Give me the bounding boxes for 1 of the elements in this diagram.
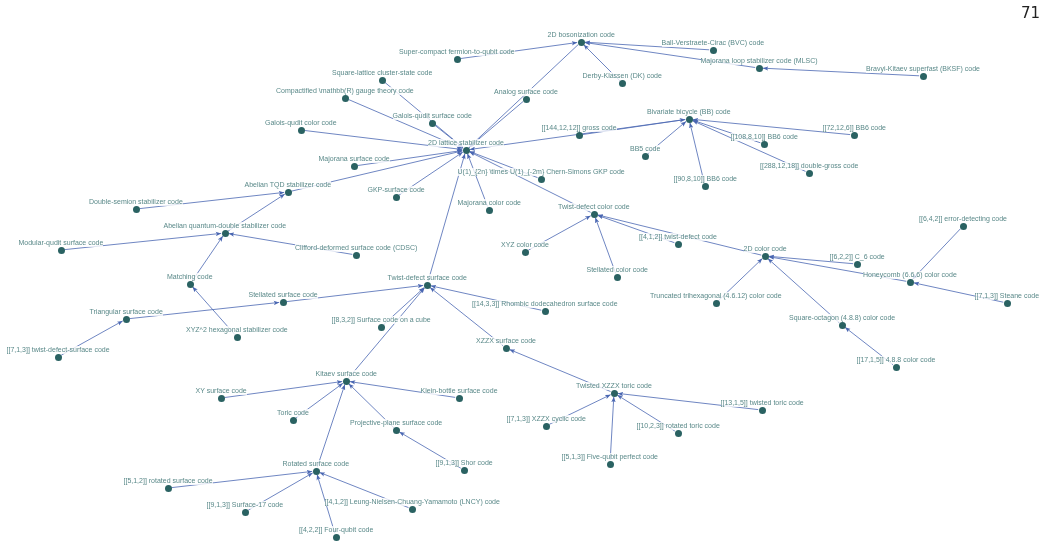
page-number: 71 <box>1021 4 1041 22</box>
